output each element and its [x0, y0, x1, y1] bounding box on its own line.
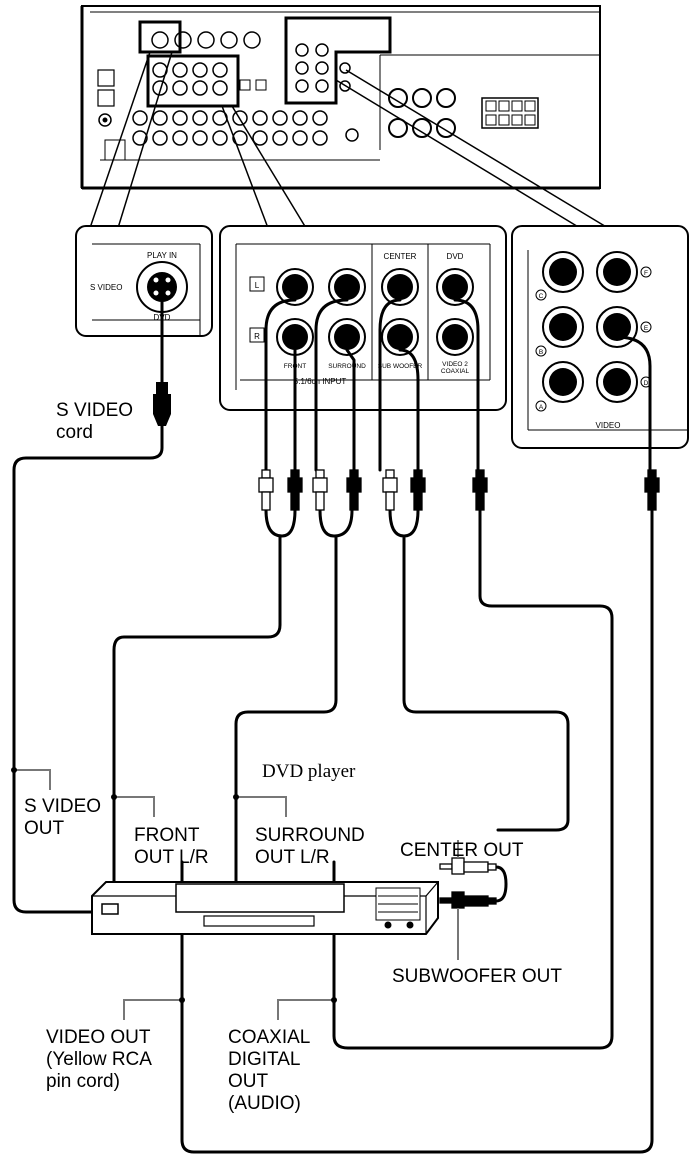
- s-video-jack-label: S VIDEO: [90, 283, 122, 292]
- video2-label: VIDEO 2: [442, 361, 468, 368]
- leader-lines: [14, 769, 459, 1020]
- coaxial-label-4: (AUDIO): [228, 1093, 301, 1114]
- s-video-cord-label-2: cord: [56, 422, 93, 443]
- jack-c-label: C: [539, 293, 544, 300]
- dvd-output-plugs: [439, 857, 508, 909]
- rca-plugs: [258, 469, 660, 511]
- svideo-plug: [153, 382, 171, 426]
- center-cable: [378, 298, 402, 472]
- cables: [12, 298, 654, 1154]
- subwoofer-jack-label: SUB WOOFER: [378, 363, 423, 370]
- rca-plug-surround-l: [312, 469, 328, 511]
- front-cable-l: [264, 298, 297, 472]
- coaxial-label-1: COAXIAL: [228, 1027, 310, 1048]
- leader-dots: [11, 767, 337, 1003]
- play-in-label: PLAY IN: [147, 251, 177, 260]
- coaxial-cable: [453, 298, 480, 472]
- six-ch-input-detail: L R CENTER DVD FRONT SURROUND SUB WOOFER…: [219, 225, 507, 411]
- rca-plug-coaxial: [472, 469, 488, 511]
- r-channel-label: R: [254, 332, 260, 341]
- center-jack-label: CENTER: [384, 252, 417, 261]
- dvd-player-label: DVD player: [262, 761, 356, 782]
- coaxial-label-3: OUT: [228, 1071, 269, 1092]
- jack-e-label: E: [644, 325, 649, 332]
- six-ch-input-label: 5.1/6ch INPUT: [294, 377, 347, 386]
- dvd-player: [91, 881, 439, 935]
- coaxial-label: COAXIAL: [441, 368, 470, 375]
- rca-plug-video: [644, 469, 660, 511]
- jack-a-label: A: [539, 404, 544, 411]
- front-out-label-1: FRONT: [134, 825, 200, 846]
- jack-b-label: B: [539, 349, 543, 356]
- jack-d-label: D: [644, 380, 649, 387]
- front-out-label-2: OUT L/R: [134, 847, 209, 868]
- video-out-label-1: VIDEO OUT: [46, 1027, 151, 1048]
- video-out-label-2: (Yellow RCA: [46, 1049, 152, 1070]
- rca-plug-center: [382, 469, 398, 511]
- subwoofer-cable: [398, 348, 420, 472]
- surround-out-label-2: OUT L/R: [255, 847, 330, 868]
- labels: S VIDEO cord DVD player S VIDEO OUT FRON…: [24, 400, 562, 1114]
- video-out-label-3: pin cord): [46, 1071, 120, 1092]
- subwoofer-out-label: SUBWOOFER OUT: [392, 966, 562, 987]
- video-cable: [615, 335, 652, 472]
- surround-jack-label: SURROUND: [328, 363, 366, 370]
- rca-plug-front-r: [287, 469, 303, 511]
- rca-plug-subwoofer: [410, 469, 426, 511]
- surround-cable-l: [314, 298, 349, 472]
- jack-f-label: F: [644, 270, 648, 277]
- rca-plug-surround-r: [346, 469, 362, 511]
- svideo-detail: PLAY IN S VIDEO DVD: [75, 225, 213, 337]
- dvd-input-label: DVD: [447, 252, 464, 261]
- s-video-out-label-2: OUT: [24, 818, 65, 839]
- surround-cable-r: [345, 348, 356, 472]
- video-detail: C B A F E D VIDEO: [511, 225, 689, 449]
- s-video-cord-label-1: S VIDEO: [56, 400, 133, 421]
- zoom-lines: [89, 51, 609, 229]
- center-out-label: CENTER OUT: [400, 840, 524, 861]
- s-video-out-label-1: S VIDEO: [24, 796, 101, 817]
- receiver-rear-panel: [80, 5, 601, 190]
- l-channel-label: L: [255, 281, 260, 290]
- coaxial-label-2: DIGITAL: [228, 1049, 301, 1070]
- surround-out-label-1: SURROUND: [255, 825, 365, 846]
- video-detail-title: VIDEO: [596, 421, 621, 430]
- rca-plug-front-l: [258, 469, 274, 511]
